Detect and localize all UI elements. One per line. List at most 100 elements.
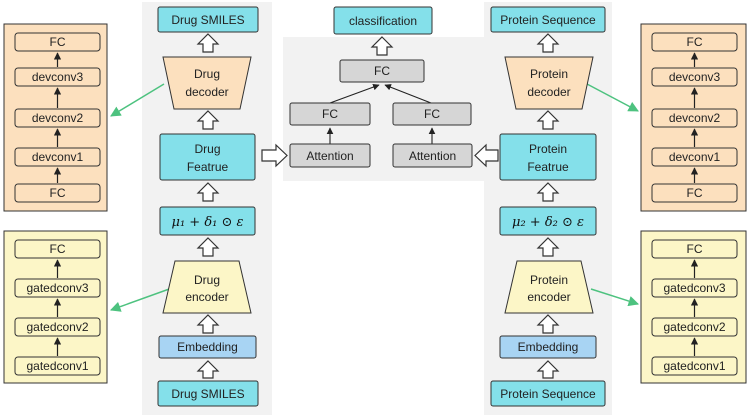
interaction-module: classification FC FC FC Attention Attent… (289, 6, 473, 168)
detail-connector-arrow (110, 83, 165, 117)
hollow-up-arrow (196, 110, 220, 130)
decoder-layer-box (14, 183, 101, 203)
decoder-layer-box (651, 32, 738, 52)
classification-label: classification (349, 14, 417, 28)
decoder-layer-box (651, 147, 738, 167)
drug-input-label: Drug SMILES (171, 387, 244, 401)
hollow-up-arrow (196, 314, 220, 334)
hollow-up-arrow (536, 360, 560, 379)
top-fc-box (339, 59, 425, 83)
decoder-layer-label: devconv2 (669, 111, 721, 125)
drug-embedding-label: Embedding (177, 340, 238, 354)
encoder-layer-label: gatedconv1 (26, 359, 88, 373)
right-fc-label: FC (424, 107, 440, 121)
drug-decoder-detail: FC devconv3 devconv2 devconv1 FC (3, 23, 108, 212)
decoder-layer-label: FC (50, 35, 66, 49)
classification-box (333, 6, 433, 35)
flow-arrow (329, 83, 380, 104)
encoder-layer-box (14, 317, 101, 337)
decoder-layer-box (14, 67, 101, 87)
decoder-layer-label: FC (50, 186, 66, 200)
drug-sampling-formula: μ₁ + δ₁ ⊙ ε (172, 215, 244, 230)
encoder-layer-box (14, 278, 101, 298)
decoder-layer-label: FC (687, 186, 703, 200)
drug-output-box (157, 6, 259, 33)
top-fc-label: FC (374, 64, 390, 78)
hollow-up-arrow (536, 237, 560, 257)
protein-output-label: Protein Sequence (500, 13, 596, 27)
drug-encoder-detail: FC gatedconv3 gatedconv2 gatedconv1 (3, 230, 108, 384)
encoder-layer-label: gatedconv3 (26, 281, 88, 295)
left-attention-box (289, 143, 371, 168)
drug-feature-box (159, 133, 256, 181)
protein-encoder-trapezoid (504, 260, 594, 314)
detail-connector-arrow (590, 288, 640, 307)
encoder-layer-box (651, 239, 738, 259)
left-attention-label: Attention (306, 149, 353, 163)
encoder-layer-label: FC (687, 242, 703, 256)
encoder-layer-box (14, 239, 101, 259)
right-attention-box (392, 143, 473, 168)
hollow-left-arrow (474, 143, 499, 168)
right-attention-label: Attention (409, 149, 456, 163)
drug-decoder-trapezoid (162, 56, 252, 110)
drug-branch: Drug SMILES Drug decoder Drug Featrue μ₁… (157, 6, 259, 407)
decoder-layer-box (14, 32, 101, 52)
encoder-layer-label: gatedconv2 (663, 320, 725, 334)
hollow-up-arrow (196, 360, 220, 379)
decoder-layer-box (14, 108, 101, 128)
decoder-layer-label: devconv2 (32, 111, 84, 125)
protein-encoder-detail: FC gatedconv3 gatedconv2 gatedconv1 (640, 230, 747, 384)
hollow-up-arrow (536, 110, 560, 130)
decoder-layer-box (14, 147, 101, 167)
protein-encoder-label-line2: encoder (527, 290, 570, 304)
hollow-up-arrow (536, 314, 560, 334)
protein-feature-box (499, 133, 597, 181)
protein-sampling-box (499, 206, 597, 236)
encoder-layer-box (651, 317, 738, 337)
hollow-up-arrow (536, 33, 560, 53)
protein-input-label: Protein Sequence (500, 387, 596, 401)
protein-feature-label-line2: Featrue (527, 160, 569, 174)
decoder-layer-label: devconv3 (32, 70, 84, 84)
drug-encoder-label-line1: Drug (194, 273, 220, 287)
encoder-layer-label: gatedconv3 (663, 281, 725, 295)
protein-decoder-detail: FC devconv3 devconv2 devconv1 FC (640, 23, 747, 212)
protein-decoder-label-line2: decoder (527, 85, 570, 99)
protein-embedding-label: Embedding (518, 340, 579, 354)
drug-sampling-box (159, 206, 256, 236)
protein-sampling-formula: μ₂ + δ₂ ⊙ ε (512, 215, 584, 230)
drug-feature-label-line2: Featrue (187, 160, 229, 174)
decoder-layer-label: devconv3 (669, 70, 721, 84)
hollow-right-arrow (261, 143, 288, 168)
hollow-up-arrow (196, 33, 220, 53)
hollow-up-arrow (196, 182, 220, 202)
drug-feature-label-line1: Drug (194, 142, 220, 156)
protein-branch: Protein Sequence Protein decoder Protein… (490, 6, 606, 407)
hollow-up-arrow (536, 182, 560, 202)
drug-decoder-label-line2: decoder (185, 85, 228, 99)
left-fc-box (289, 102, 371, 126)
encoder-layer-label: gatedconv2 (26, 320, 88, 334)
detail-connector-arrow (586, 83, 639, 112)
drug-output-label: Drug SMILES (171, 13, 244, 27)
protein-encoder-label-line1: Protein (530, 273, 568, 287)
protein-output-box (490, 6, 606, 33)
hollow-up-arrow (196, 237, 220, 257)
drug-decoder-label-line1: Drug (194, 67, 220, 81)
protein-decoder-trapezoid (504, 56, 594, 110)
decoder-layer-label: devconv1 (669, 150, 721, 164)
drug-embedding-box (158, 335, 257, 359)
drug-input-box (157, 380, 259, 407)
protein-decoder-label-line1: Protein (530, 67, 568, 81)
encoder-layer-box (651, 356, 738, 376)
left-fc-label: FC (322, 107, 338, 121)
hollow-up-arrow (370, 36, 394, 56)
encoder-layer-box (651, 278, 738, 298)
protein-input-box (490, 380, 606, 407)
encoder-layer-box (14, 356, 101, 376)
decoder-layer-box (651, 67, 738, 87)
detail-connector-arrow (110, 287, 173, 312)
decoder-layer-label: devconv1 (32, 150, 84, 164)
decoder-layer-label: FC (687, 35, 703, 49)
